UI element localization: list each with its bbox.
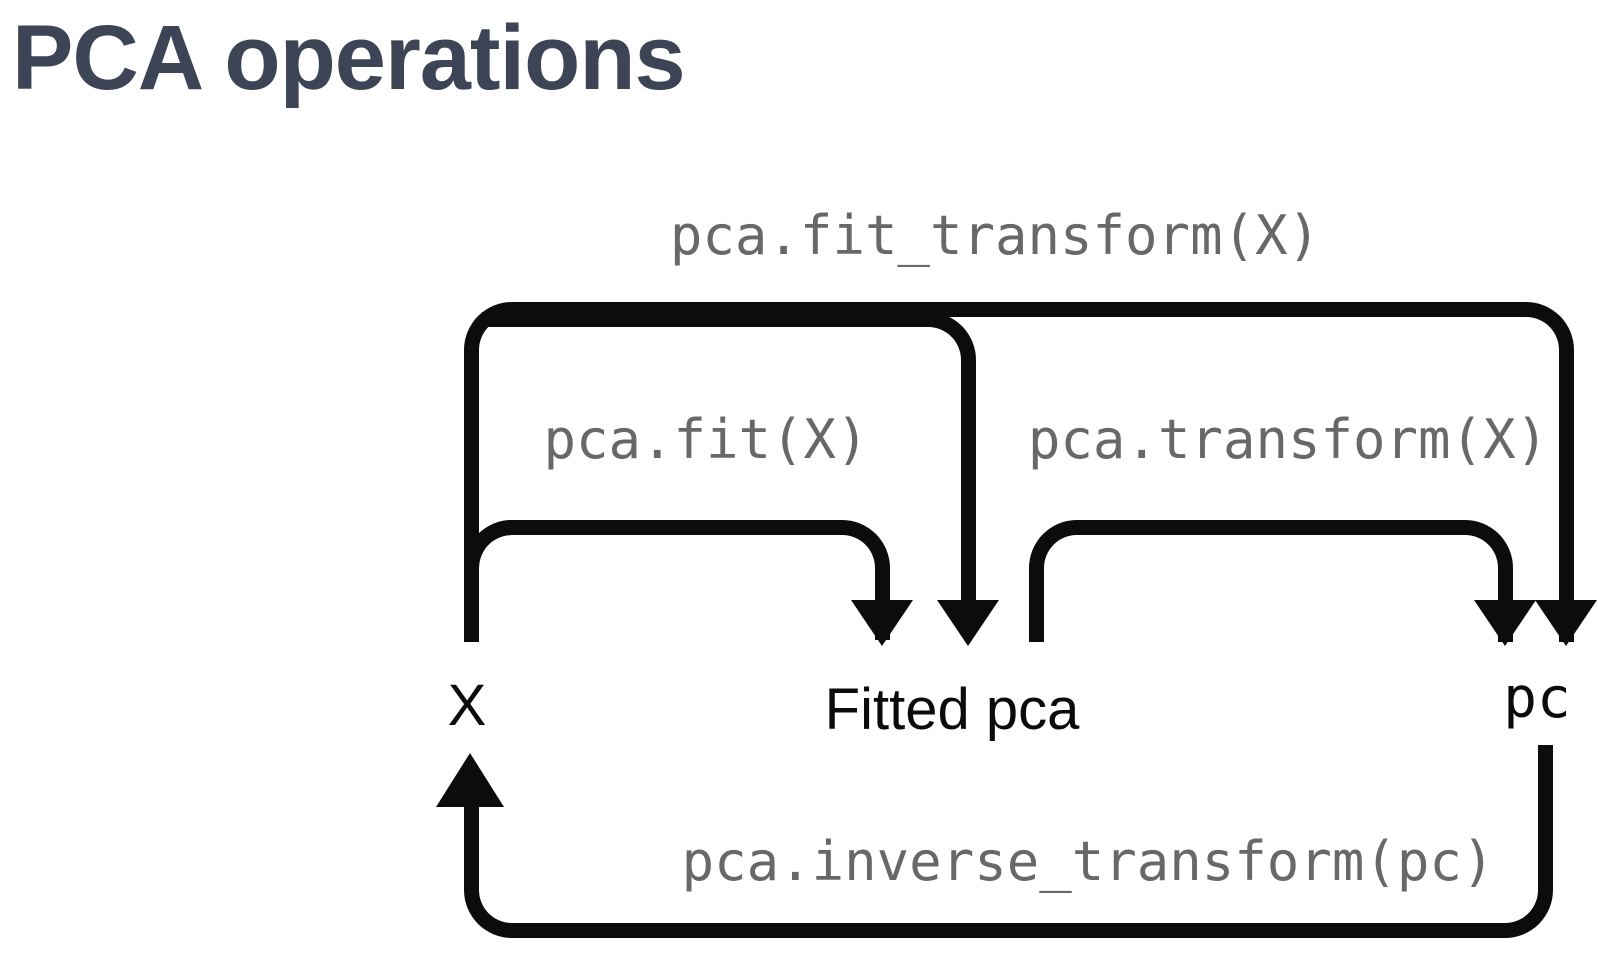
- fit-label: pca.fit(X): [543, 408, 869, 471]
- node-label-fitted-pca: Fitted pca: [824, 677, 1080, 742]
- transform-arrow-path: [1029, 520, 1513, 642]
- inverse-transform-label: pca.inverse_transform(pc): [681, 830, 1495, 893]
- fit-transform-branch-arrowhead-down-icon: [937, 600, 999, 646]
- fit-transform-label: pca.fit_transform(X): [669, 204, 1321, 267]
- fit-transform-arrowhead-down-icon: [1535, 600, 1597, 646]
- node-label-x: X: [447, 673, 487, 738]
- fit-arrow-path: [464, 520, 890, 640]
- transform-arrowhead-down-icon: [1474, 600, 1536, 646]
- fit-transform-branch-path: [482, 312, 976, 602]
- node-label-pc: pc: [1503, 666, 1571, 731]
- page-title: PCA operations: [12, 7, 686, 109]
- inverse-transform-arrow-path: [464, 745, 1553, 938]
- transform-label: pca.transform(X): [1027, 408, 1549, 471]
- fit-arrowhead-down-icon: [851, 600, 913, 646]
- inverse-transform-arrowhead-up-icon: [436, 753, 504, 807]
